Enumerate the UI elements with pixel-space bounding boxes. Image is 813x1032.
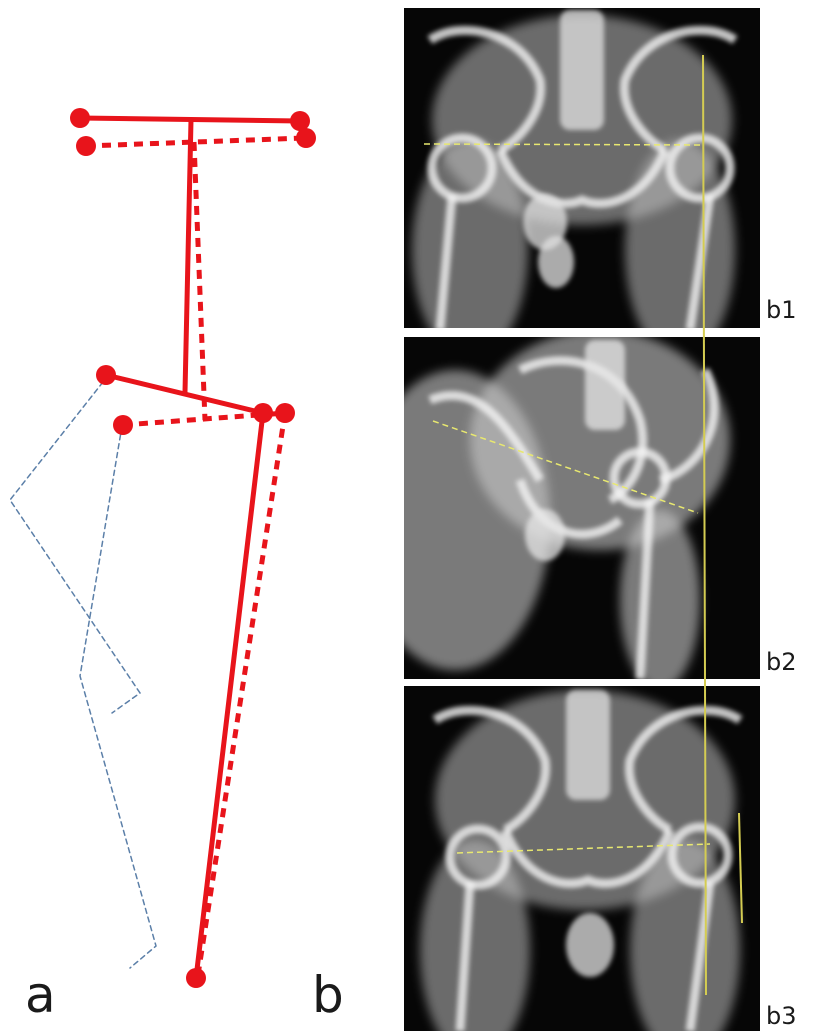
joint-right-shoulder-dashed <box>296 128 316 148</box>
joint-right-hip <box>253 403 273 423</box>
trunk-solid <box>185 120 191 392</box>
xray-b1 <box>404 8 760 360</box>
leg-dashed <box>198 413 285 975</box>
joint-left-hip <box>96 365 116 385</box>
xray-b3-label: b3 <box>766 1002 797 1030</box>
panel-b-label: b <box>312 966 344 1024</box>
joint-left-shoulder-dashed <box>76 136 96 156</box>
trunk-dashed <box>194 142 205 420</box>
joint-right-shoulder <box>290 111 310 131</box>
joint-right-hip-dashed <box>275 403 295 423</box>
joint-ankle <box>186 968 206 988</box>
xray-b2-label: b2 <box>766 648 797 676</box>
joint-left-shoulder <box>70 108 90 128</box>
panel-a-model <box>10 108 316 988</box>
leg-solid <box>196 413 263 978</box>
panel-a-label: a <box>25 966 56 1024</box>
trace-path-2 <box>80 426 156 968</box>
xray-b1-label: b1 <box>766 296 797 324</box>
joint-left-hip-dashed <box>113 415 133 435</box>
xray-b2 <box>360 330 760 690</box>
